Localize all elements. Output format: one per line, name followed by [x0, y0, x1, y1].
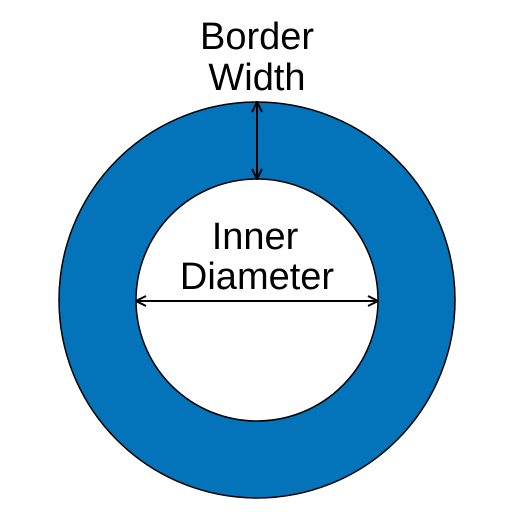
border-width-label-line1: Border	[200, 16, 314, 58]
inner-diameter-label-line1: Inner	[212, 216, 299, 258]
inner-diameter-label-line2: Diameter	[180, 256, 334, 298]
border-width-label-line2: Width	[208, 57, 305, 99]
